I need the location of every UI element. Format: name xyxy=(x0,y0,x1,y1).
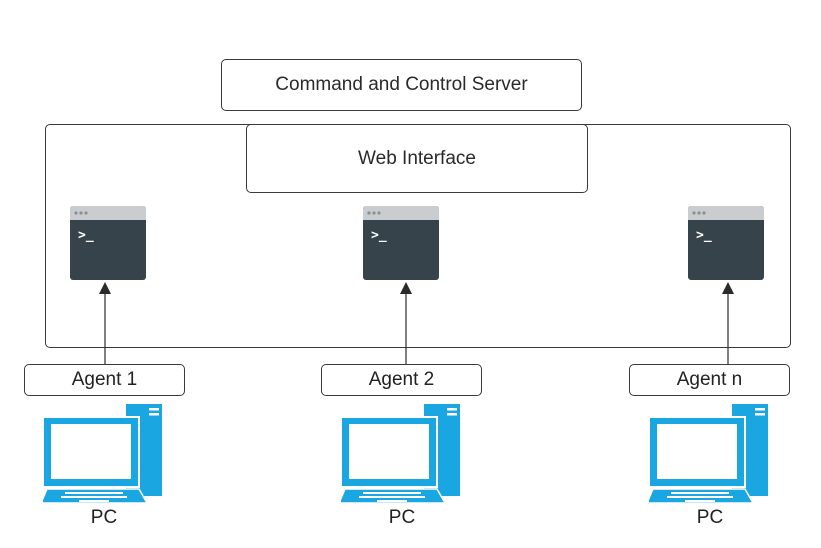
pc-label: PC xyxy=(90,507,118,528)
pc-label: PC xyxy=(696,507,724,528)
web-interface-label: Web Interface xyxy=(358,147,476,169)
terminal-icon: >_ xyxy=(70,206,146,280)
terminal-icon: >_ xyxy=(688,206,764,280)
agent-label: Agent 1 xyxy=(71,369,138,390)
web-interface-box: Web Interface xyxy=(246,124,588,193)
terminal-icon: >_ xyxy=(363,206,439,280)
agent-label: Agent n xyxy=(676,369,743,390)
command-control-server-box: Command and Control Server xyxy=(221,59,582,111)
terminal-prompt: >_ xyxy=(696,228,712,243)
agent-box-n: Agent n xyxy=(629,364,790,396)
terminal-prompt: >_ xyxy=(78,228,94,243)
agent-label: Agent 2 xyxy=(368,369,435,390)
desktop-pc-icon xyxy=(649,403,770,504)
desktop-pc-icon xyxy=(43,403,164,504)
desktop-pc-icon xyxy=(341,403,462,504)
terminal-prompt: >_ xyxy=(371,228,387,243)
pc-label: PC xyxy=(388,507,416,528)
agent-box-1: Agent 1 xyxy=(24,364,185,396)
agent-box-2: Agent 2 xyxy=(321,364,482,396)
server-title: Command and Control Server xyxy=(275,74,528,95)
